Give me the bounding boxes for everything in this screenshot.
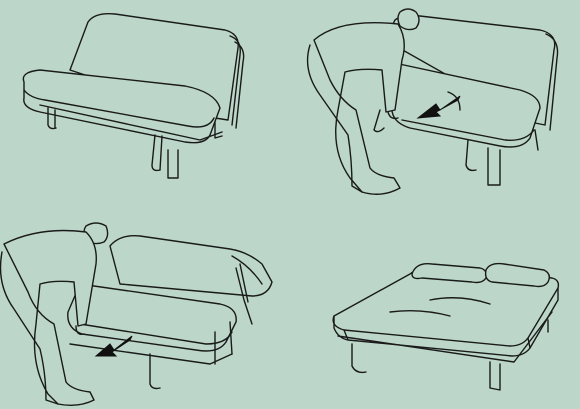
step-4-panel (290, 204, 580, 409)
sofa-bed-flat-icon (290, 204, 580, 409)
person-pulling-seat-icon (290, 0, 580, 204)
person-unfolding-sofa-icon (0, 204, 290, 409)
step-3-panel (0, 204, 290, 409)
step-1-panel (0, 0, 290, 204)
sofa-upright-icon (0, 0, 290, 204)
step-2-panel (290, 0, 580, 204)
